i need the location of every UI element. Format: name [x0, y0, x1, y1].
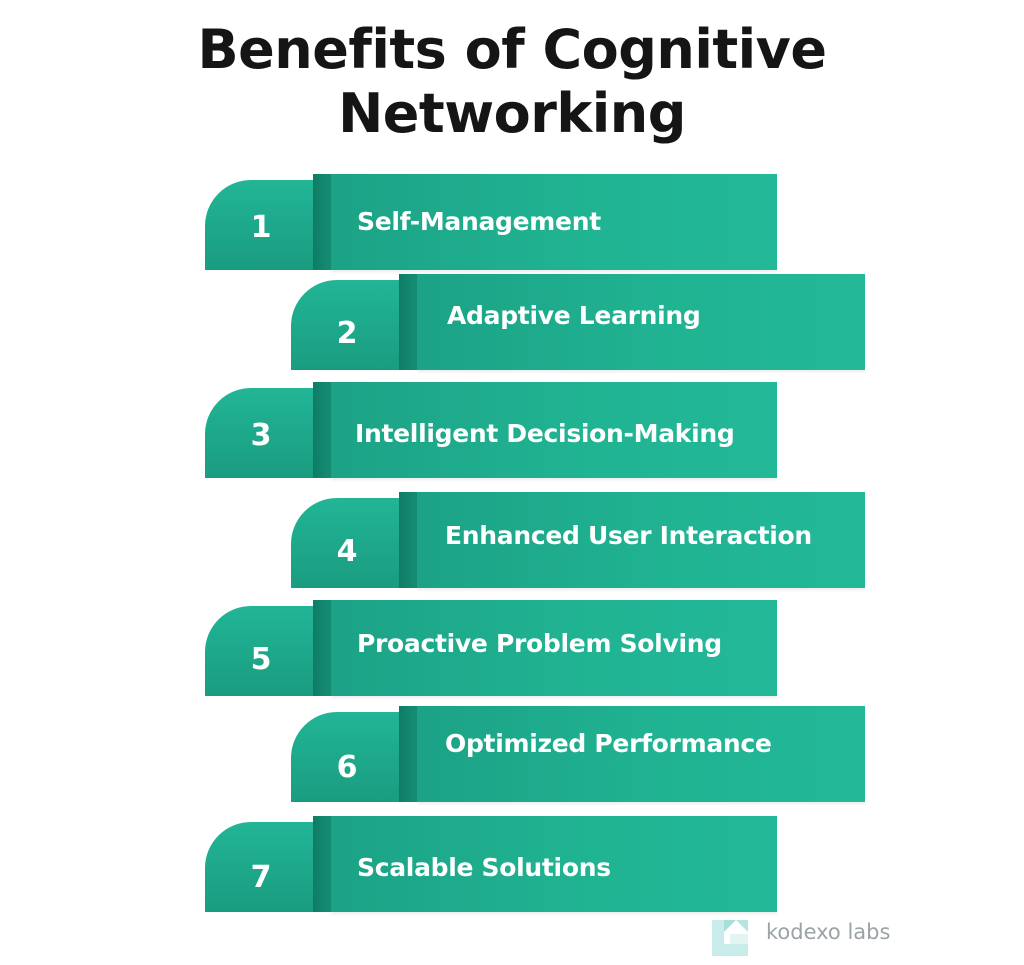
- label-bar: Intelligent Decision-Making: [331, 382, 777, 478]
- number-tab: [205, 606, 327, 696]
- benefit-item-6: 6 Optimized Performance: [291, 706, 865, 802]
- number-tab: [205, 180, 327, 270]
- item-number: 6: [336, 750, 358, 785]
- label-bar: Proactive Problem Solving: [331, 600, 777, 696]
- number-tab: [291, 498, 413, 588]
- benefit-item-1: 1 Self-Management: [205, 174, 777, 270]
- benefit-item-7: 7 Scalable Solutions: [205, 816, 777, 912]
- item-number: 3: [250, 418, 272, 453]
- benefit-item-3: 3 Intelligent Decision-Making: [205, 382, 777, 478]
- label-bar: Optimized Performance: [417, 706, 865, 802]
- item-label: Intelligent Decision-Making: [355, 419, 735, 448]
- item-number: 4: [336, 534, 358, 569]
- label-bar: Self-Management: [331, 174, 777, 270]
- number-tab: [205, 822, 327, 912]
- label-bar: Adaptive Learning: [417, 274, 865, 370]
- kodexo-logo: kodexo labs: [708, 914, 948, 960]
- title-line-2: Networking: [338, 82, 686, 145]
- item-label: Proactive Problem Solving: [357, 629, 722, 658]
- logo-text: kodexo labs: [766, 920, 891, 944]
- title-line-1: Benefits of Cognitive: [197, 18, 827, 81]
- label-bar: Scalable Solutions: [331, 816, 777, 912]
- number-tab: [291, 280, 413, 370]
- kodexo-logo-icon: [712, 920, 748, 956]
- label-bar: Enhanced User Interaction: [417, 492, 865, 588]
- number-tab: [205, 388, 327, 478]
- number-tab: [291, 712, 413, 802]
- item-label: Optimized Performance: [445, 729, 772, 758]
- benefit-item-4: 4 Enhanced User Interaction: [291, 492, 865, 588]
- item-number: 5: [250, 642, 272, 677]
- benefit-item-2: 2 Adaptive Learning: [291, 274, 865, 370]
- page-title: Benefits of Cognitive Networking: [0, 18, 1024, 146]
- item-label: Self-Management: [357, 207, 601, 236]
- item-label: Enhanced User Interaction: [445, 521, 812, 550]
- item-number: 1: [250, 210, 272, 245]
- benefit-item-5: 5 Proactive Problem Solving: [205, 600, 777, 696]
- item-label: Scalable Solutions: [357, 853, 611, 882]
- item-number: 2: [336, 316, 358, 351]
- item-number: 7: [250, 860, 272, 895]
- item-label: Adaptive Learning: [447, 301, 701, 330]
